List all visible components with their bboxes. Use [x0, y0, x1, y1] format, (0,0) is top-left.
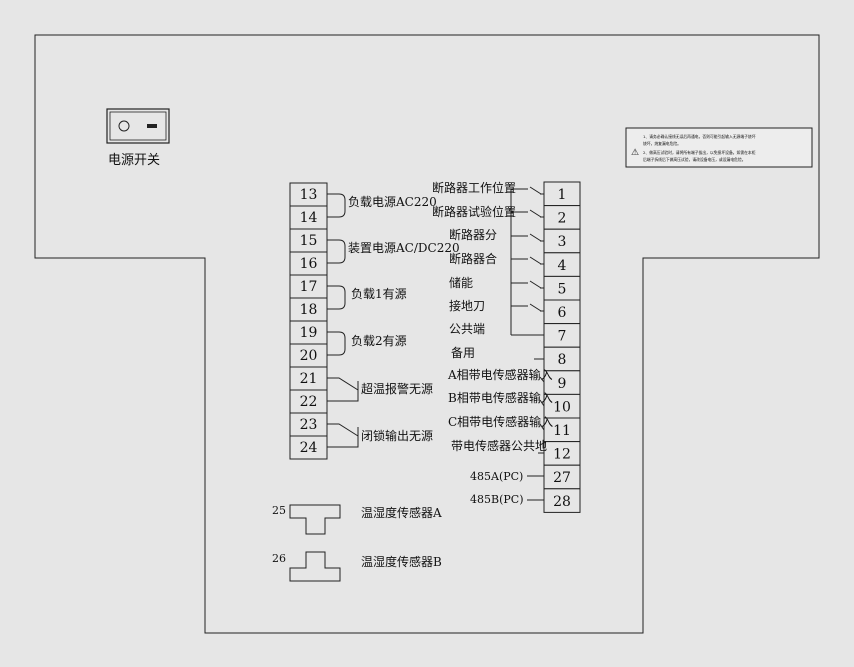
switch-contact-6	[511, 303, 544, 312]
switch-contact-4	[511, 256, 544, 265]
left-label-load-power: 负载电源AC220	[348, 195, 437, 209]
sensor-b-number: 26	[272, 552, 286, 565]
left-terminal-number: 20	[300, 348, 318, 364]
right-terminal-number: 7	[558, 329, 567, 345]
sensor-a-label: 温湿度传感器A	[361, 505, 442, 520]
left-label-load2: 负载2有源	[351, 334, 407, 348]
warning-line-1b: 烧坏，烧复漏电危险。	[643, 141, 681, 146]
right-label: 储能	[449, 275, 473, 290]
warning-line-1: 1、请务必确认接线无误后再通电，否则可能引起输入无源端子烧坏	[643, 134, 756, 139]
sensor-b: 26 温湿度传感器B	[272, 551, 442, 582]
left-terminal-number: 17	[300, 279, 318, 295]
power-switch-on-symbol	[147, 124, 157, 128]
left-wiring: 负载电源AC220 装置电源AC/DC220 负载1有源 负载2有源 超温报警无…	[327, 193, 460, 448]
warning-icon: ⚠	[631, 148, 639, 158]
left-terminal-number: 14	[300, 210, 318, 226]
warning-notice-border	[625, 127, 813, 168]
lead-9	[539, 376, 545, 383]
right-label: 485A(PC)	[470, 470, 523, 483]
warning-line-2b: 后端子拆线后下做高压试验，请改设备电压，或设漏电危险。	[643, 157, 746, 162]
left-terminal-number: 18	[300, 302, 318, 318]
right-label: 公共端	[449, 322, 485, 336]
warning-notice: ⚠ 1、请务必确认接线无误后再通电，否则可能引起输入无源端子烧坏 烧坏，烧复漏电…	[625, 127, 813, 168]
warning-line-2: 2、做高压试验时，请将所有端子拔出，以免损坏设备。如需在本柜	[643, 150, 756, 155]
right-terminal-number: 9	[558, 376, 567, 392]
left-terminal-number: 15	[300, 233, 318, 249]
power-switch-label: 电源开关	[108, 153, 160, 168]
bracket-15-16	[327, 239, 346, 264]
sensor-a-number: 25	[272, 504, 286, 517]
left-terminal-number: 21	[300, 371, 318, 387]
sensor-a-connector	[289, 504, 341, 535]
left-terminal-number: 24	[300, 440, 318, 456]
left-terminal-number: 23	[300, 417, 318, 433]
lead-11	[539, 423, 545, 431]
switch-contact-3	[511, 233, 544, 242]
left-terminal-number: 19	[300, 325, 318, 341]
left-terminal-number: 22	[300, 394, 318, 410]
bracket-13-14	[327, 193, 346, 218]
left-label-lock-output: 闭锁输出无源	[361, 428, 433, 443]
left-terminal-number: 13	[300, 187, 318, 203]
switch-contact-2	[511, 209, 544, 218]
right-label: A相带电传感器输入	[447, 367, 553, 382]
right-label: 485B(PC)	[470, 493, 523, 506]
lead-10	[539, 399, 545, 407]
left-label-device-power: 装置电源AC/DC220	[348, 241, 460, 255]
right-terminal-number: 3	[558, 234, 567, 250]
right-terminal-number: 4	[558, 258, 567, 274]
enclosure-outline	[34, 34, 820, 634]
right-terminal-number: 11	[553, 423, 571, 439]
right-terminal-number: 2	[558, 211, 567, 227]
left-terminal-number: 16	[300, 256, 318, 272]
sensor-a: 25 温湿度传感器A	[272, 504, 442, 535]
right-terminal-number: 10	[553, 399, 571, 415]
right-label: 断路器合	[449, 251, 497, 266]
left-terminal-block: 13 14 15 16 17 18 19 20 21 22 23 24	[289, 182, 328, 460]
right-label: C相带电传感器输入	[448, 414, 553, 429]
right-terminal-number: 12	[553, 447, 571, 463]
sensor-b-label: 温湿度传感器B	[361, 554, 442, 569]
sensor-b-connector	[289, 551, 341, 582]
switch-contact-1	[511, 186, 544, 195]
right-terminal-number: 6	[558, 305, 567, 321]
power-switch-body	[106, 108, 170, 144]
left-label-load1: 负载1有源	[351, 287, 407, 301]
right-terminal-number: 8	[558, 352, 567, 368]
right-terminal-cell	[543, 488, 581, 513]
relay-contact-23-24	[327, 423, 359, 448]
bracket-17-18	[327, 285, 346, 310]
right-label: B相带电传感器输入	[448, 390, 553, 405]
right-terminal-number: 28	[553, 494, 571, 510]
bracket-19-20	[327, 331, 346, 356]
right-label: 断路器工作位置	[432, 180, 516, 195]
right-label: 带电传感器公共地	[451, 438, 547, 453]
right-label: 接地刀	[449, 298, 485, 313]
right-terminal-number: 5	[558, 281, 567, 297]
power-switch: 电源开关	[106, 108, 170, 168]
right-terminal-block: 1 2 3 4 5 6 7 8 9 10 11 12 27 28	[543, 181, 581, 513]
power-switch-inner	[109, 111, 167, 141]
right-label: 备用	[451, 346, 475, 360]
right-wiring: 断路器工作位置 断路器试验位置 断路器分 断路器合 储能 接地刀 公共端 备用 …	[432, 180, 553, 506]
switch-contact-5	[511, 280, 544, 289]
right-label: 断路器试验位置	[432, 204, 516, 219]
left-label-overtemp-alarm: 超温报警无源	[361, 381, 433, 396]
right-label: 断路器分	[449, 227, 497, 242]
right-terminal-number: 27	[553, 470, 571, 486]
power-switch-off-symbol	[118, 120, 130, 132]
relay-contact-21-22	[327, 377, 359, 402]
right-terminal-number: 1	[558, 187, 567, 203]
